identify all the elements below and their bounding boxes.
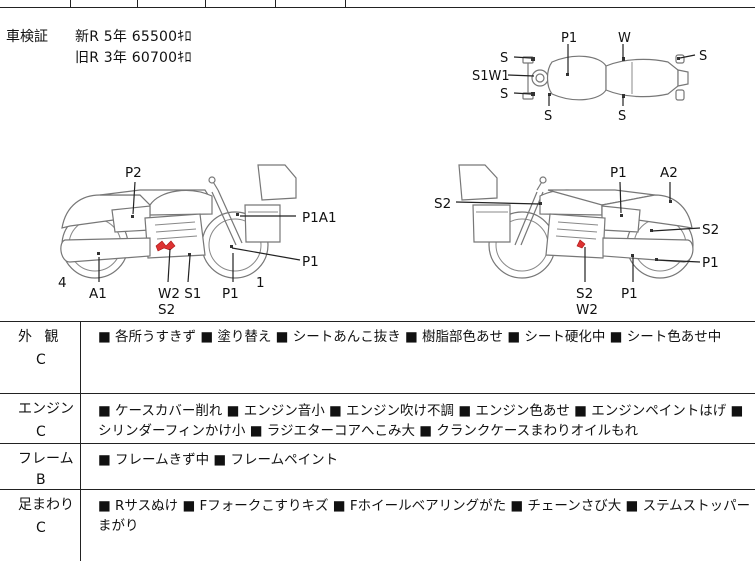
condition-items-engine: ■ ケースカバー削れ ■ エンジン音小 ■ エンジン吹け不調 ■ エンジン色あせ…	[98, 403, 744, 439]
divider	[275, 0, 276, 7]
right-label-w2: W2	[576, 302, 598, 318]
top-label-p1: P1	[561, 31, 577, 46]
condition-grade-suspension: C	[36, 520, 46, 536]
left-label-p1: P1	[302, 254, 319, 270]
divider	[70, 0, 71, 7]
left-label-s2: S2	[158, 302, 175, 318]
divider	[205, 0, 206, 7]
top-label-s: S	[544, 109, 552, 124]
inspection-label: 車検証	[6, 29, 48, 45]
top-label-s: S	[500, 87, 508, 102]
condition-title-exterior: 外 観	[18, 329, 63, 345]
left-label-p2: P2	[125, 165, 142, 181]
condition-title-suspension: 足まわり	[18, 497, 74, 513]
left-label-1: 1	[256, 275, 265, 291]
damage-diagram: P1 W S S S1W1 S S S	[58, 31, 719, 318]
inspection-new-row: 新R 5年 65500ｷﾛ	[75, 29, 192, 45]
divider	[137, 0, 138, 7]
divider	[0, 489, 755, 490]
condition-grade-frame: B	[36, 472, 46, 488]
left-label-p1-bottom: P1	[222, 286, 239, 302]
condition-grade-exterior: C	[36, 352, 46, 368]
top-label-s: S	[618, 109, 626, 124]
right-label-p1: P1	[610, 165, 627, 181]
right-label-s2-right: S2	[702, 222, 719, 238]
divider	[0, 321, 755, 322]
top-label-w: W	[618, 31, 631, 46]
divider	[0, 393, 755, 394]
condition-items-exterior: ■ 各所うすきず ■ 塗り替え ■ シートあんこ抜き ■ 樹脂部色あせ ■ シー…	[98, 329, 722, 345]
top-label-s: S	[699, 49, 707, 64]
divider	[0, 443, 755, 444]
inspection-old-row: 旧R 3年 60700ｷﾛ	[75, 50, 192, 66]
condition-items-frame: ■ フレームきず中 ■ フレームペイント	[98, 452, 339, 468]
left-label-w2s1: W2 S1	[158, 286, 201, 302]
divider	[345, 0, 346, 7]
right-label-p1-right: P1	[702, 255, 719, 271]
divider-top	[0, 7, 755, 8]
left-label-4: 4	[58, 275, 67, 291]
right-label-s2: S2	[434, 196, 451, 212]
left-label-p1a1: P1A1	[302, 210, 337, 226]
right-side-motorcycle	[455, 164, 701, 282]
top-label-s: S	[500, 51, 508, 66]
left-label-a1: A1	[89, 286, 107, 302]
divider	[80, 321, 81, 561]
right-label-a2: A2	[660, 165, 678, 181]
right-label-p1-bottom: P1	[621, 286, 638, 302]
condition-grade-engine: C	[36, 424, 46, 440]
right-label-s2-bottom: S2	[576, 286, 593, 302]
condition-items-suspension: ■ Rサスぬけ ■ Fフォークこすりキズ ■ Fホイールベアリングがた ■ チェ…	[98, 498, 751, 534]
left-side-motorcycle	[60, 164, 301, 283]
top-label-s1w1: S1W1	[472, 69, 510, 84]
condition-title-frame: フレーム	[18, 451, 74, 467]
condition-title-engine: エンジン	[18, 401, 74, 417]
top-view-motorcycle	[507, 44, 696, 106]
